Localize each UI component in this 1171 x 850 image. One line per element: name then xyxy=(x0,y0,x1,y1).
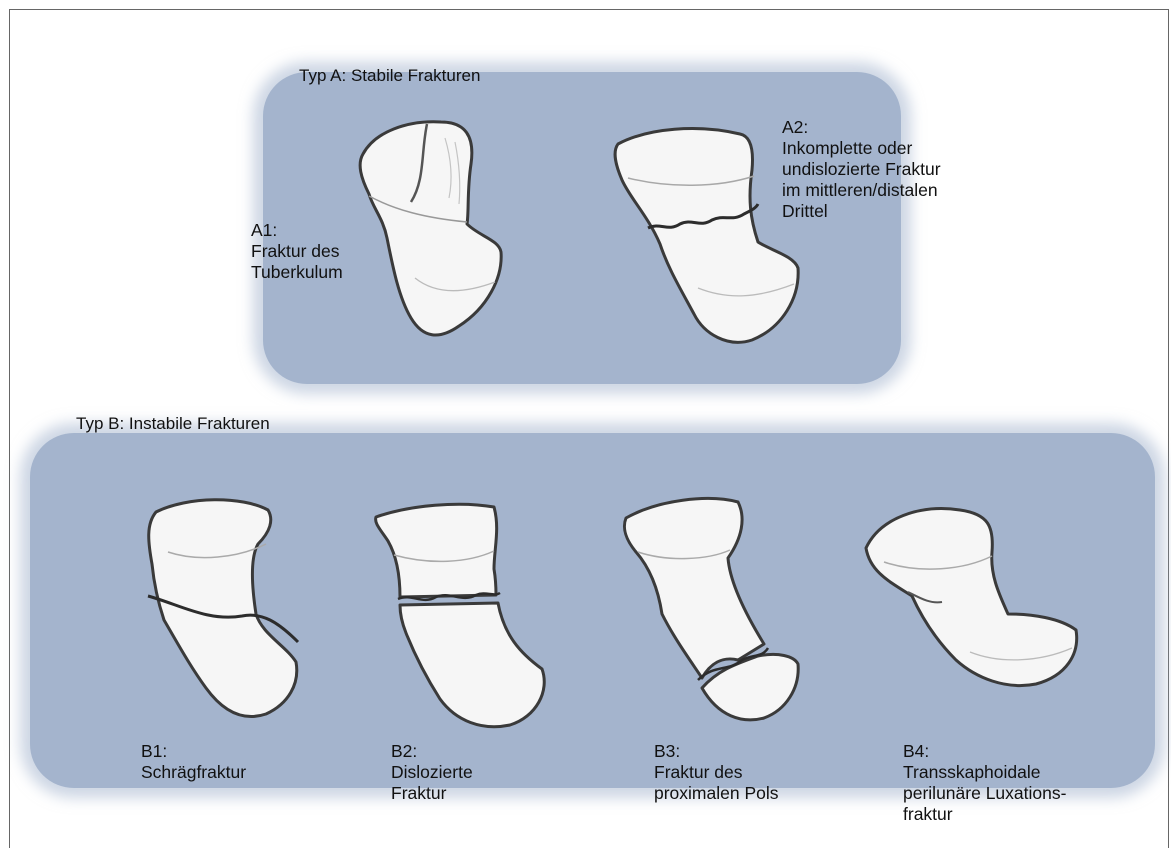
label-b4: B4: Transskaphoidale perilunäre Luxation… xyxy=(903,741,1066,825)
scaphoid-a2-illustration xyxy=(608,118,808,346)
scaphoid-a1-illustration xyxy=(355,118,505,343)
group-a-title: Typ A: Stabile Frakturen xyxy=(299,66,480,86)
scaphoid-b4-illustration xyxy=(860,492,1090,692)
group-b-title: Typ B: Instabile Frakturen xyxy=(76,414,270,434)
label-b1: B1: Schrägfraktur xyxy=(141,741,246,783)
label-b2: B2: Dislozierte Fraktur xyxy=(391,741,473,804)
label-a1: A1: Fraktur des Tuberkulum xyxy=(251,220,343,283)
scaphoid-b2-illustration xyxy=(370,485,560,735)
label-b3: B3: Fraktur des proximalen Pols xyxy=(654,741,779,804)
label-a2: A2: Inkomplette oder undislozierte Frakt… xyxy=(782,117,941,222)
scaphoid-b3-illustration xyxy=(618,488,798,728)
scaphoid-b1-illustration xyxy=(138,492,308,732)
